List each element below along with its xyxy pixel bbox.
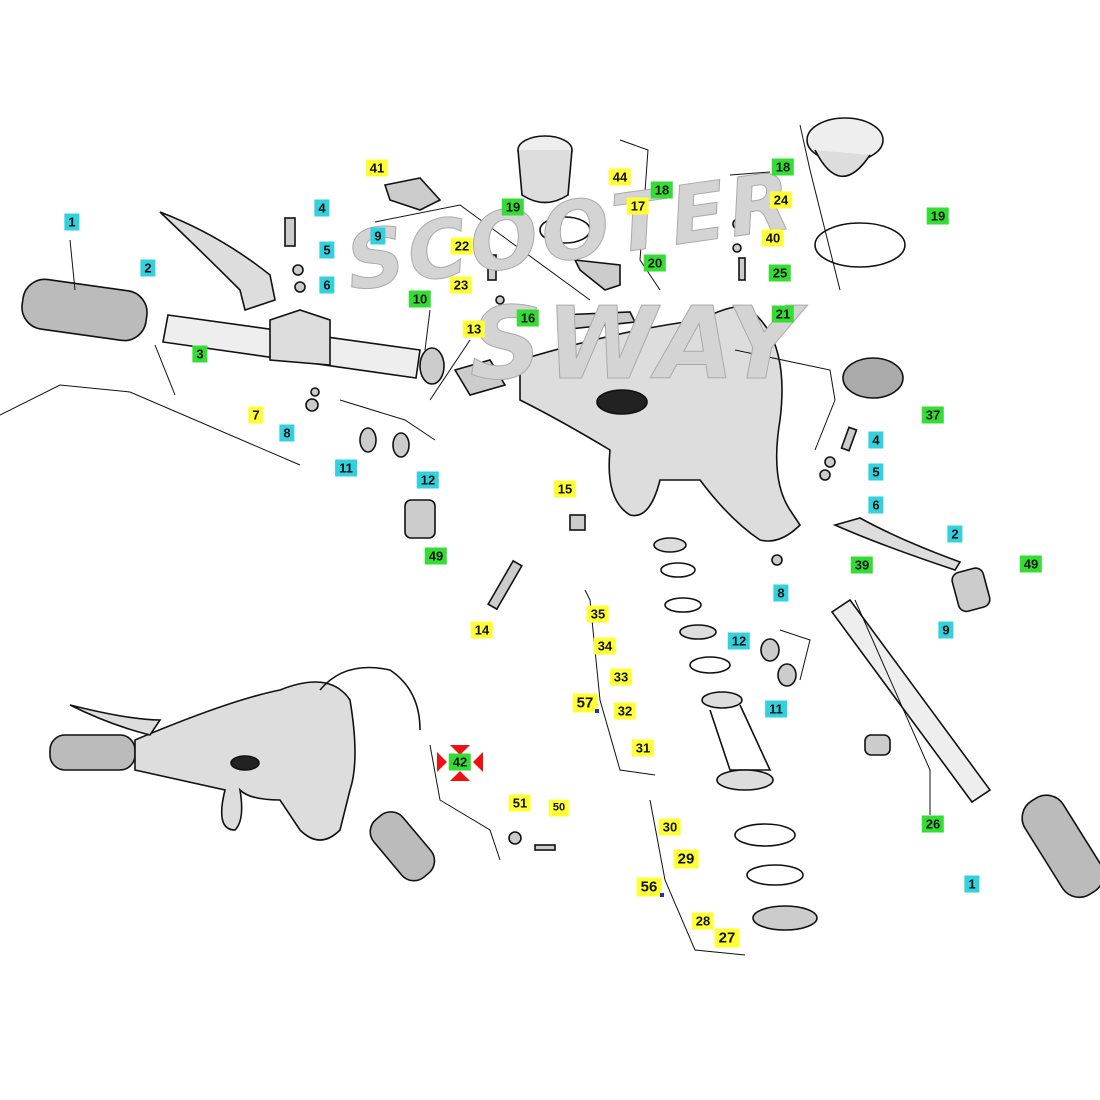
part-label-35[interactable]: 35: [586, 605, 610, 623]
marker-dot: [595, 709, 599, 713]
part-label-41[interactable]: 41: [365, 159, 389, 177]
marker-dot: [660, 893, 664, 897]
part-label-15[interactable]: 15: [553, 480, 577, 498]
part-label-26[interactable]: 26: [921, 815, 945, 833]
part-label-5[interactable]: 5: [868, 463, 884, 481]
part-label-20[interactable]: 20: [643, 254, 667, 272]
part-label-44[interactable]: 44: [608, 168, 632, 186]
part-label-37[interactable]: 37: [921, 406, 945, 424]
part-label-28[interactable]: 28: [691, 912, 715, 930]
gasket-19: [814, 222, 906, 268]
part-label-23[interactable]: 23: [449, 276, 473, 294]
part-label-3[interactable]: 3: [192, 345, 208, 363]
part-label-9[interactable]: 9: [370, 227, 386, 245]
part-label-2[interactable]: 2: [947, 525, 963, 543]
part-label-25[interactable]: 25: [768, 264, 792, 282]
part-label-6[interactable]: 6: [319, 276, 335, 294]
sleeve-49-left: [404, 499, 436, 539]
part-label-27[interactable]: 27: [714, 928, 740, 948]
part-label-8[interactable]: 8: [773, 584, 789, 602]
grip-cover: [842, 357, 904, 399]
part-label-5[interactable]: 5: [319, 241, 335, 259]
part-label-21[interactable]: 21: [771, 305, 795, 323]
part-label-57[interactable]: 57: [572, 693, 598, 713]
part-label-4[interactable]: 4: [314, 199, 330, 217]
assembled-handlebar-view: [49, 666, 436, 882]
part-label-49[interactable]: 49: [1019, 555, 1043, 573]
selection-markers: [437, 745, 483, 781]
part-label-22[interactable]: 22: [450, 237, 474, 255]
part-label-18[interactable]: 18: [650, 181, 674, 199]
part-label-56[interactable]: 56: [636, 877, 662, 897]
part-label-16[interactable]: 16: [516, 309, 540, 327]
part-label-50[interactable]: 50: [548, 799, 570, 817]
leader-lines: [0, 124, 931, 956]
part-label-32[interactable]: 32: [613, 702, 637, 720]
part-label-12[interactable]: 12: [727, 632, 751, 650]
part-label-7[interactable]: 7: [248, 406, 264, 424]
part-label-1[interactable]: 1: [964, 875, 980, 893]
part-label-2[interactable]: 2: [140, 259, 156, 277]
part-label-9[interactable]: 9: [938, 621, 954, 639]
part-label-42-selected[interactable]: 42: [448, 753, 472, 771]
part-label-6[interactable]: 6: [868, 496, 884, 514]
grip-right: [1021, 794, 1100, 899]
headset-bearing-stack: [653, 537, 818, 931]
part-label-11[interactable]: 11: [765, 700, 787, 718]
part-label-14[interactable]: 14: [470, 621, 494, 639]
part-label-30[interactable]: 30: [658, 818, 682, 836]
handlebar-tube-left: [162, 309, 421, 379]
part-label-19[interactable]: 19: [926, 207, 950, 225]
grip-left: [21, 278, 148, 342]
part-label-33[interactable]: 33: [609, 668, 633, 686]
part-label-34[interactable]: 34: [593, 637, 617, 655]
part-label-39[interactable]: 39: [850, 556, 874, 574]
part-label-11[interactable]: 11: [335, 459, 357, 477]
part-label-12[interactable]: 12: [416, 471, 440, 489]
sleeve-49-right: [951, 567, 991, 613]
part-label-29[interactable]: 29: [673, 849, 699, 869]
small-hardware: [284, 177, 891, 851]
lever-right: [832, 517, 962, 571]
part-label-1[interactable]: 1: [64, 213, 80, 231]
lever-left: [159, 211, 276, 312]
part-label-24[interactable]: 24: [769, 191, 793, 209]
part-label-40[interactable]: 40: [761, 229, 785, 247]
part-label-51[interactable]: 51: [508, 794, 532, 812]
part-label-19[interactable]: 19: [501, 198, 525, 216]
handlebar-tube-right: [830, 598, 992, 804]
part-label-4[interactable]: 4: [868, 431, 884, 449]
part-label-31[interactable]: 31: [631, 739, 655, 757]
part-label-18[interactable]: 18: [771, 158, 795, 176]
part-label-49[interactable]: 49: [424, 547, 448, 565]
part-label-13[interactable]: 13: [462, 320, 486, 338]
part-label-17[interactable]: 17: [626, 197, 650, 215]
headset-body: [519, 305, 802, 542]
part-label-10[interactable]: 10: [408, 290, 432, 308]
ring-19: [539, 216, 591, 244]
part-label-8[interactable]: 8: [279, 424, 295, 442]
speedometer-right: [806, 117, 884, 178]
speedometer: [517, 135, 573, 204]
